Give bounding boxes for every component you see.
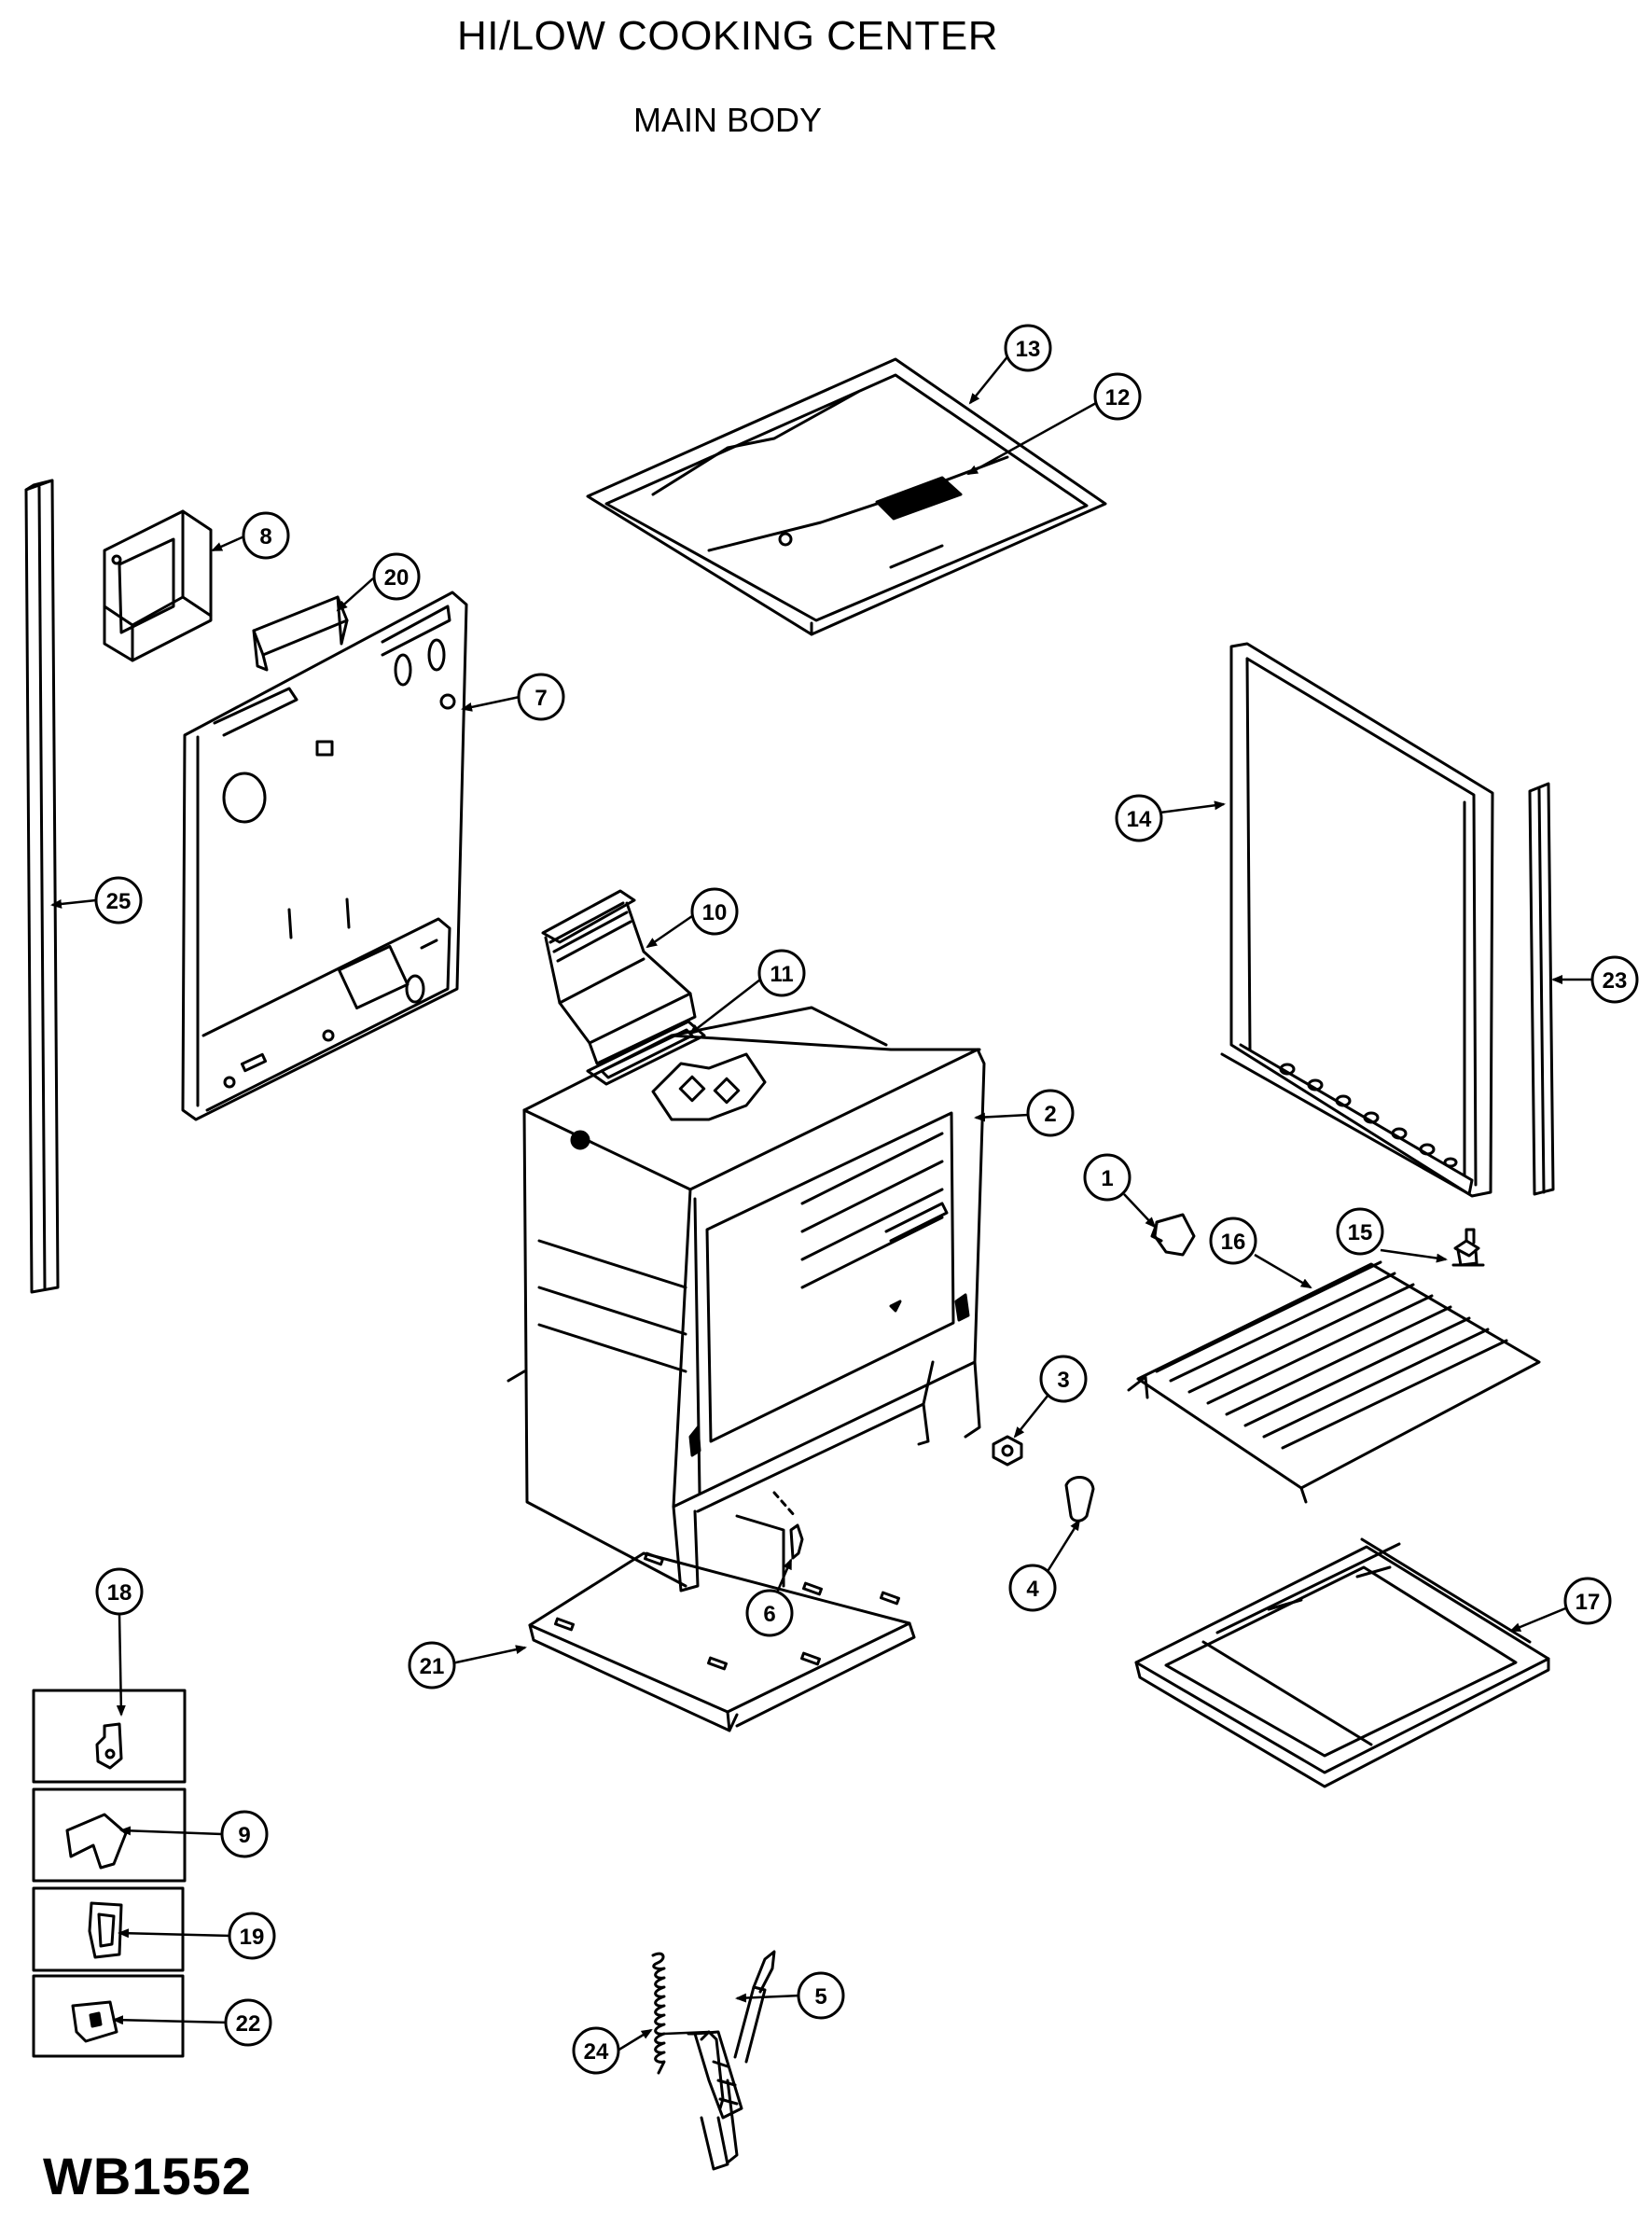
- leveling-leg-part: [1451, 1228, 1485, 1267]
- callout-label-7: 7: [534, 686, 547, 711]
- callout-7: 7: [517, 673, 565, 721]
- callout-11: 11: [757, 949, 806, 997]
- callout-18: 18: [95, 1567, 144, 1616]
- hinge-spring-part: [651, 1952, 697, 2075]
- callout-label-18: 18: [107, 1580, 132, 1606]
- callout-3: 3: [1039, 1355, 1088, 1403]
- callout-label-2: 2: [1044, 1102, 1056, 1127]
- callout-label-3: 3: [1057, 1368, 1069, 1393]
- broiler-drawer-panel-part: [1134, 1537, 1550, 1788]
- callout-5: 5: [797, 1971, 845, 2020]
- callout-label-1: 1: [1101, 1166, 1113, 1191]
- callout-label-25: 25: [106, 889, 132, 914]
- callout-label-23: 23: [1603, 968, 1628, 994]
- callout-label-21: 21: [420, 1654, 445, 1679]
- callout-group: 13 12 8 20 7 25 10 11 14 23 2 1 16 15 3 …: [94, 324, 1639, 2075]
- callout-10: 10: [690, 887, 739, 936]
- door-hinge-part: [693, 1950, 776, 2171]
- callout-19: 19: [228, 1912, 276, 1960]
- clip-part: [1150, 1213, 1196, 1257]
- callout-label-20: 20: [384, 565, 410, 591]
- callout-21: 21: [408, 1641, 456, 1690]
- inset-box-19: [32, 1886, 185, 1972]
- callout-2: 2: [1026, 1089, 1075, 1137]
- leader-lines: [50, 349, 1593, 2052]
- callout-label-12: 12: [1105, 385, 1131, 410]
- top-panel-part: [586, 357, 1107, 636]
- side-trim-right-part: [1528, 782, 1555, 1196]
- callout-20: 20: [372, 552, 421, 601]
- callout-12: 12: [1093, 372, 1142, 421]
- callout-6: 6: [745, 1589, 794, 1637]
- model-code: WB1552: [43, 2147, 252, 2205]
- callout-8: 8: [242, 511, 290, 560]
- callout-label-9: 9: [238, 1823, 250, 1848]
- side-panel-right-part: [1220, 642, 1494, 1198]
- callout-label-14: 14: [1127, 807, 1152, 832]
- vent-gasket-part: [586, 1020, 706, 1086]
- callout-1: 1: [1083, 1153, 1131, 1202]
- nut-part: [992, 1435, 1023, 1467]
- bottom-panel-part: [528, 1514, 916, 1732]
- callout-24: 24: [572, 2026, 620, 2075]
- oven-body-part: [507, 1006, 986, 1592]
- callout-15: 15: [1336, 1207, 1384, 1256]
- callout-label-16: 16: [1221, 1230, 1246, 1255]
- callout-label-11: 11: [770, 962, 793, 987]
- callout-label-6: 6: [763, 1602, 775, 1627]
- callout-label-17: 17: [1576, 1590, 1601, 1615]
- callout-23: 23: [1590, 955, 1639, 1004]
- callout-label-24: 24: [584, 2039, 609, 2065]
- callout-label-19: 19: [240, 1925, 265, 1950]
- side-trim-left-part: [24, 479, 60, 1294]
- callout-label-13: 13: [1016, 337, 1041, 362]
- callout-label-4: 4: [1026, 1577, 1039, 1602]
- tab-part: [772, 1491, 804, 1560]
- diagram-title: HI/LOW COOKING CENTER: [456, 13, 999, 59]
- vent-duct-part: [541, 889, 697, 1065]
- callout-13: 13: [1004, 324, 1052, 372]
- callout-17: 17: [1563, 1577, 1612, 1625]
- inset-box-9: [32, 1787, 187, 1883]
- diagram-subtitle: MAIN BODY: [632, 101, 823, 139]
- callout-25: 25: [94, 876, 143, 925]
- oven-rack-part: [1127, 1260, 1541, 1504]
- callout-label-10: 10: [702, 900, 728, 925]
- inset-box-18: [32, 1689, 187, 1784]
- knob-part: [1064, 1476, 1095, 1523]
- back-panel-part: [181, 591, 468, 1121]
- callout-16: 16: [1209, 1217, 1257, 1265]
- callout-label-5: 5: [814, 1984, 826, 2010]
- callout-label-8: 8: [259, 524, 271, 549]
- callout-14: 14: [1115, 794, 1163, 842]
- control-box-part: [103, 509, 213, 662]
- callout-label-22: 22: [236, 2011, 261, 2037]
- bracket-part: [252, 595, 349, 672]
- callout-9: 9: [220, 1810, 269, 1858]
- callout-22: 22: [224, 1998, 272, 2047]
- callout-label-15: 15: [1348, 1220, 1373, 1245]
- callout-4: 4: [1008, 1564, 1057, 1612]
- inset-box-22: [32, 1974, 185, 2058]
